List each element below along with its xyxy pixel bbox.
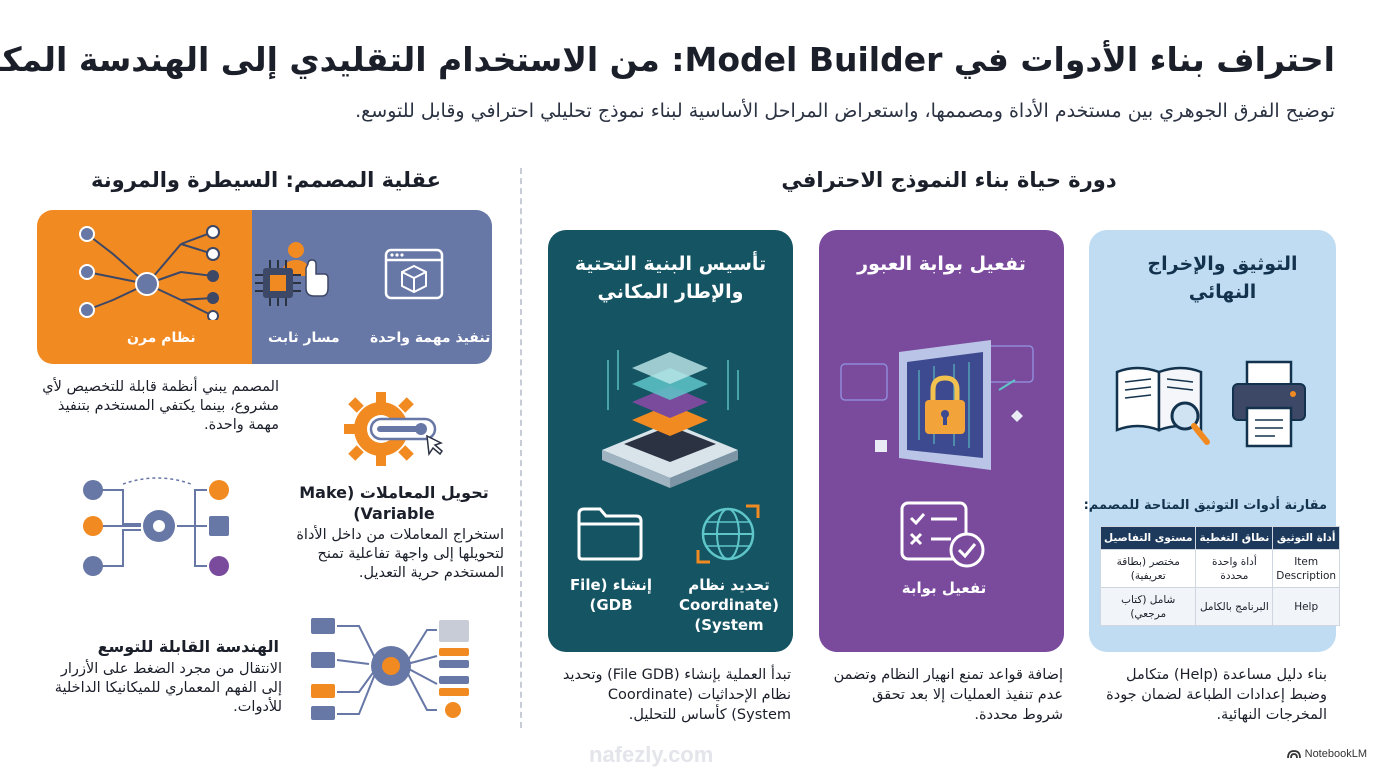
doc-tools-comparison-table: أداة التوثيق نطاق التغطية مستوى التفاصيل… <box>1100 526 1342 626</box>
table-cell: مختصر (بطاقة تعريفية) <box>1100 549 1198 588</box>
globe-icon <box>697 504 761 564</box>
table-cell: Help <box>1273 587 1342 626</box>
table-header: نطاق التغطية <box>1196 526 1275 550</box>
table-header: مستوى التفاصيل <box>1100 526 1198 550</box>
documentation-card-title: التوثيق والإخراج النهائي <box>1148 253 1299 303</box>
table-header: أداة التوثيق <box>1273 526 1342 550</box>
parameter-flow-diagram <box>84 477 230 576</box>
gateway-description: إضافة قواعد تمنع انهيار النظام وتضمن عدم… <box>834 667 1064 723</box>
single-task-window-icon <box>385 248 445 300</box>
flexible-system-label: نظام مرن <box>128 330 197 346</box>
gateway-card: تفعيل بوابة العبور تفعيل بوابة <box>820 230 1065 652</box>
single-task-label: تنفيذ مهمة واحدة <box>371 330 492 346</box>
activate-gate-label: تفعيل بوابة <box>902 579 988 597</box>
infrastructure-description: تبدأ العملية بإنشاء (File GDB) وتحديد نظ… <box>563 667 792 723</box>
scalable-engineering-description: الانتقال من مجرد الضغط على الأزرار إلى ا… <box>55 661 283 715</box>
lifecycle-heading: دورة حياة بناء النموذج الاحترافي <box>782 168 1118 192</box>
infrastructure-card: تأسيس البنية التحتية والإطار المكاني إنش… <box>549 230 794 652</box>
processor-chip-icon <box>256 260 302 306</box>
table-cell: البرنامج بالكامل <box>1196 587 1275 626</box>
make-variable-description: استخراج المعاملات من داخل الأداة لتحويله… <box>297 527 505 581</box>
layered-chip-icon <box>603 350 740 488</box>
printer-icon <box>1233 360 1307 448</box>
designer-description: المصمم يبني أنظمة قابلة للتخصيص لأي مشرو… <box>43 379 280 433</box>
documentation-description: بناء دليل مساعدة (Help) متكامل وضبط إعدا… <box>1107 667 1328 723</box>
fixed-path-label: مسار ثابت <box>269 330 341 346</box>
page-title: احتراف بناء الأدوات في Model Builder: من… <box>0 40 1336 79</box>
designer-mode-panel: نظام مرن <box>38 210 253 364</box>
table-cell: شامل (كتاب مرجعي) <box>1100 587 1198 626</box>
coordinate-system-label: تحديد نظام (Coordinate System) <box>680 576 780 634</box>
make-variable-title: تحويل المعاملات (Make Variable) <box>300 483 490 523</box>
table-row: Item Description أداة واحدة محددة مختصر … <box>1100 549 1342 588</box>
page-subtitle: توضيح الفرق الجوهري بين مستخدم الأداة وم… <box>356 100 1336 122</box>
user-click-icon <box>283 242 330 297</box>
infrastructure-card-title: تأسيس البنية التحتية والإطار المكاني <box>575 253 768 303</box>
table-cell: Item Description <box>1273 549 1342 588</box>
designer-mindset-heading: عقلية المصمم: السيطرة والمرونة <box>92 168 442 192</box>
scalable-engineering-title: الهندسة القابلة للتوسع <box>98 637 280 656</box>
secure-lock-icon <box>841 340 1035 470</box>
checklist-gate-icon <box>901 501 986 568</box>
table-row: Help البرنامج بالكامل شامل (كتاب مرجعي) <box>1100 587 1342 626</box>
column-divider <box>521 168 523 728</box>
table-cell: أداة واحدة محددة <box>1196 549 1275 588</box>
make-variable-gear-icon <box>345 392 444 466</box>
scalable-architecture-diagram <box>312 618 470 720</box>
modes-banner: مسار ثابت تنفيذ مهمة واحدة نظام مرن <box>38 210 493 364</box>
notebooklm-logo-icon <box>1287 750 1302 759</box>
brand-label: NotebookLM <box>1305 748 1368 760</box>
gateway-card-title: تفعيل بوابة العبور <box>858 253 1027 275</box>
doc-tools-table-title: مقارنة أدوات التوثيق المتاحة للمصمم: <box>1084 498 1328 513</box>
create-gdb-label: إنشاء (File GDB) <box>570 576 654 614</box>
watermark: nafezly.com <box>590 742 715 767</box>
brand-badge: NotebookLM <box>1287 748 1368 760</box>
folder-icon <box>578 507 644 561</box>
flexible-network-icon <box>80 225 221 320</box>
book-search-icon <box>1116 366 1211 445</box>
